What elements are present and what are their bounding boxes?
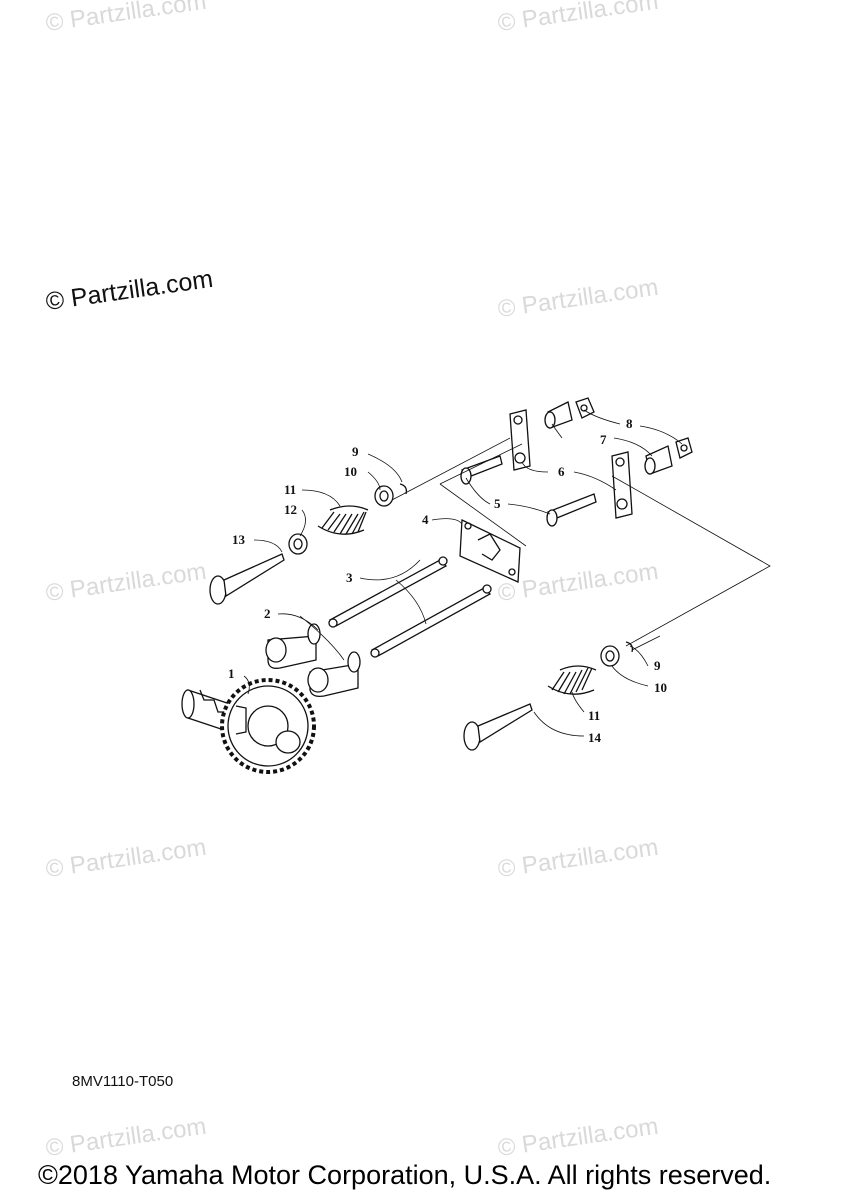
- retainer-top: [374, 483, 408, 507]
- guide-plate: [459, 518, 521, 583]
- callout-labels: 1 2 3 4 5 6 7 8 9 10 11 12 13 9 10 11 14: [228, 416, 667, 745]
- intake-valve: [209, 553, 285, 605]
- pivots: [544, 401, 673, 475]
- assembly-lines: [391, 437, 771, 651]
- callout-10-top: 10: [344, 464, 357, 479]
- callout-5: 5: [494, 496, 501, 511]
- callout-9-top: 9: [352, 444, 359, 459]
- leader-lines: [243, 409, 683, 737]
- valve-lifters: [265, 623, 361, 698]
- callout-11-bottom: 11: [588, 708, 600, 723]
- callout-9-bottom: 9: [654, 658, 661, 673]
- callout-13: 13: [232, 532, 246, 547]
- diagram-code: 8MV1110-T050: [72, 1073, 174, 1090]
- callout-6: 6: [558, 464, 565, 479]
- callout-1: 1: [228, 666, 235, 681]
- nuts: [575, 397, 693, 459]
- callout-7: 7: [600, 432, 607, 447]
- callout-3: 3: [346, 570, 353, 585]
- callout-11-top: 11: [284, 482, 296, 497]
- rocker-arms: [509, 409, 633, 519]
- callout-10-bottom: 10: [654, 680, 667, 695]
- push-rods: [328, 556, 492, 658]
- callout-12: 12: [284, 502, 297, 517]
- camshaft-gear: [181, 678, 316, 774]
- copyright-notice: ©2018 Yamaha Motor Corporation, U.S.A. A…: [38, 1160, 772, 1190]
- retainer-bottom: [600, 641, 634, 667]
- callout-2: 2: [264, 606, 271, 621]
- valve-seal: [288, 533, 308, 555]
- valve-spring-top: [317, 505, 369, 535]
- callout-14: 14: [588, 730, 602, 745]
- valve-spring-bottom: [547, 665, 597, 695]
- callout-4: 4: [422, 512, 429, 527]
- callout-8: 8: [626, 416, 633, 431]
- exhaust-valve: [463, 703, 533, 751]
